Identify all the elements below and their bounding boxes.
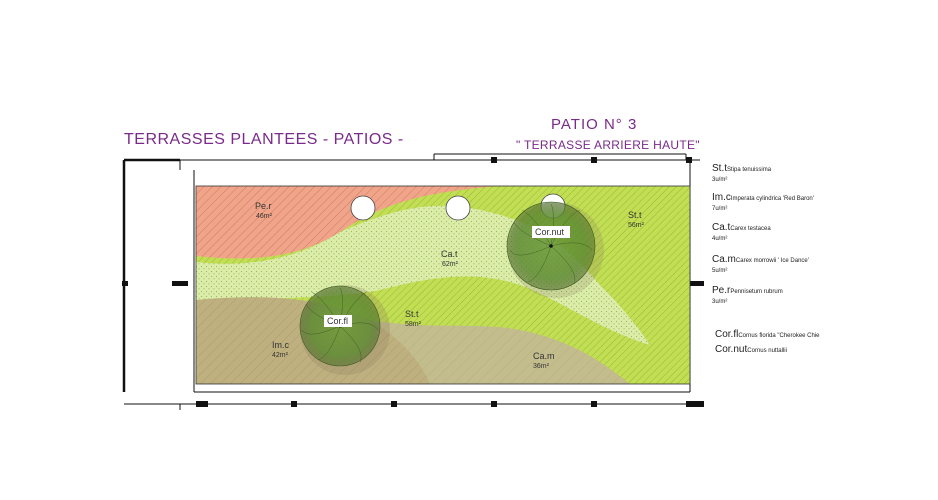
zone-label: St.t — [628, 210, 642, 220]
legend-latin: Pennisetum rubrum — [730, 289, 783, 295]
frame-ticks — [122, 157, 704, 407]
zone-pe-r — [196, 186, 500, 259]
zone-labels: Pe.r 46m² Ca.t 62m² St.t 56m² St.t 58m² … — [255, 201, 645, 370]
legend-code: Cor.fl — [715, 329, 739, 340]
legend-code: Pe.r — [712, 285, 731, 296]
legend-item: Im.cImperata cylindrica 'Red Baron' 7u/m… — [712, 187, 814, 212]
zone-area: 58m² — [405, 321, 422, 328]
legend-latin: Imperata cylindrica 'Red Baron' — [730, 196, 814, 202]
legend-item: Ca.tCarex testacea 4u/m² — [712, 217, 771, 242]
zone-area: 46m² — [256, 213, 273, 220]
zone-area: 36m² — [533, 363, 550, 370]
patio-number: PATIO N° 3 — [551, 116, 638, 133]
legend-item: Cor.nutCornus nuttallii — [715, 339, 787, 357]
tree-label-cor-fl: Cor.fl — [327, 316, 348, 326]
legend-code: Ca.t — [712, 222, 731, 233]
legend-code: Cor.nut — [715, 344, 748, 355]
tree-cor-fl — [299, 285, 390, 375]
legend-item: Cor.flCornus florida "Cherokee Chie — [715, 324, 820, 342]
tree-labels: Cor.fl Cor.nut — [324, 226, 570, 327]
zone-area: 42m² — [272, 352, 289, 359]
zone-ca-m — [370, 320, 630, 384]
legend-code: Im.c — [712, 192, 731, 203]
legend-density: 7u/m² — [712, 206, 728, 212]
legend-latin: Stipa tenuissima — [727, 167, 772, 173]
legend-latin: Cornus nuttallii — [747, 348, 787, 354]
legend-code: Ca.m — [712, 254, 736, 265]
zone-area: 56m² — [628, 222, 645, 229]
legend-item: St.tStipa tenuissima 3u/m² — [712, 158, 771, 183]
patio-subtitle: " TERRASSE ARRIERE HAUTE" — [516, 138, 700, 152]
legend-item: Pe.rPennisetum rubrum 3u/m² — [712, 280, 783, 305]
zone-label: Ca.t — [441, 249, 458, 259]
zone-label: Im.c — [272, 340, 289, 350]
zone-label: Pe.r — [255, 201, 272, 211]
zone-label: St.t — [405, 309, 419, 319]
legend-density: 4u/m² — [712, 236, 728, 242]
legend-latin: Carex morrowii ' Ice Dance' — [735, 258, 809, 264]
legend-density: 5u/m² — [712, 268, 728, 274]
bed-border — [195, 185, 691, 385]
legend-density: 3u/m² — [712, 299, 728, 305]
legend-item: Ca.mCarex morrowii ' Ice Dance' 5u/m² — [712, 249, 809, 274]
zone-label: Ca.m — [533, 351, 555, 361]
legend-code: St.t — [712, 163, 728, 174]
legend-density: 3u/m² — [712, 177, 728, 183]
legend-latin: Carex testacea — [730, 226, 771, 232]
legend-latin: Cornus florida "Cherokee Chie — [738, 333, 820, 339]
tree-label-cor-nut: Cor.nut — [535, 227, 565, 237]
zone-area: 62m² — [442, 261, 459, 268]
plan-title: TERRASSES PLANTEES - PATIOS - — [124, 131, 404, 148]
